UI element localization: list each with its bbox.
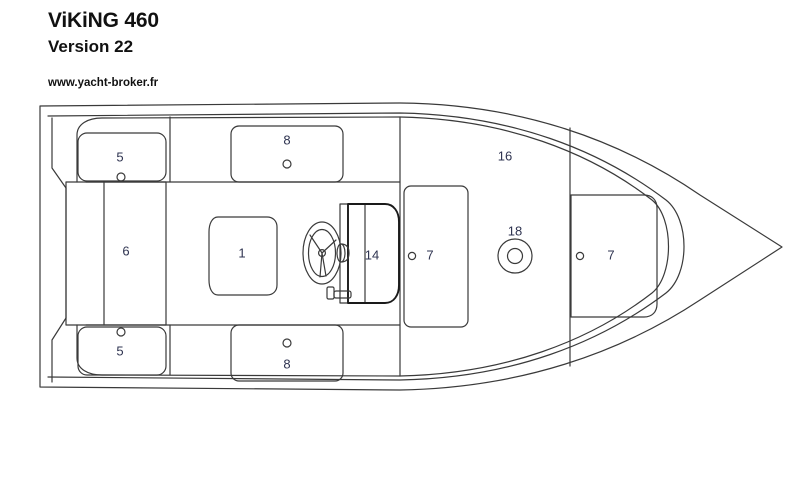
label-aft-bench-starboard: 8: [283, 356, 290, 371]
steering-column: [340, 243, 350, 263]
label-console: 14: [365, 247, 379, 262]
aft-bench-starboard-fitting: [282, 338, 292, 348]
page-title: ViKiNG 460: [48, 9, 159, 32]
aft-bench-starboard[interactable]: [230, 324, 344, 382]
anchor-hatch-circle[interactable]: [497, 238, 533, 274]
console-body[interactable]: [347, 203, 400, 304]
mid-seat[interactable]: [403, 185, 469, 328]
mid-seat-fitting: [407, 251, 417, 261]
label-deck-fitting: 18: [508, 223, 522, 238]
console-base[interactable]: [339, 203, 366, 304]
stern-seat-starboard-fitting: [116, 327, 126, 337]
label-aft-bench-port: 8: [283, 132, 290, 147]
label-bow-seat: 7: [607, 247, 614, 262]
version-subtitle: Version 22: [48, 37, 134, 56]
title-block: ViKiNG 460 Version 22: [48, 8, 468, 58]
website-url: www.yacht-broker.fr: [48, 77, 159, 89]
bow-seat-fitting: [575, 251, 585, 261]
aft-bench-port-fitting: [282, 159, 292, 169]
aft-bench-port[interactable]: [230, 125, 344, 183]
label-stern-seat-starboard: 5: [116, 343, 123, 358]
label-bow-deck: 16: [498, 148, 512, 163]
steering-wheel[interactable]: [302, 221, 350, 285]
gunwale-line: [47, 112, 685, 381]
label-stern-locker: 6: [122, 243, 129, 258]
stern-seat-port-fitting: [116, 172, 126, 182]
stern-locker[interactable]: [65, 181, 167, 326]
label-helm-seat: 1: [238, 245, 245, 260]
stern-seat-starboard[interactable]: [77, 326, 167, 376]
bow-seat[interactable]: [570, 194, 658, 318]
transom-notch-lower: [51, 317, 67, 383]
transom-notch-upper: [51, 117, 67, 189]
hull-outline: [39, 102, 783, 391]
label-stern-seat-port: 5: [116, 149, 123, 164]
throttle-lever[interactable]: [326, 286, 352, 300]
label-mid-seat: 7: [426, 247, 433, 262]
helm-seat[interactable]: [208, 216, 278, 296]
